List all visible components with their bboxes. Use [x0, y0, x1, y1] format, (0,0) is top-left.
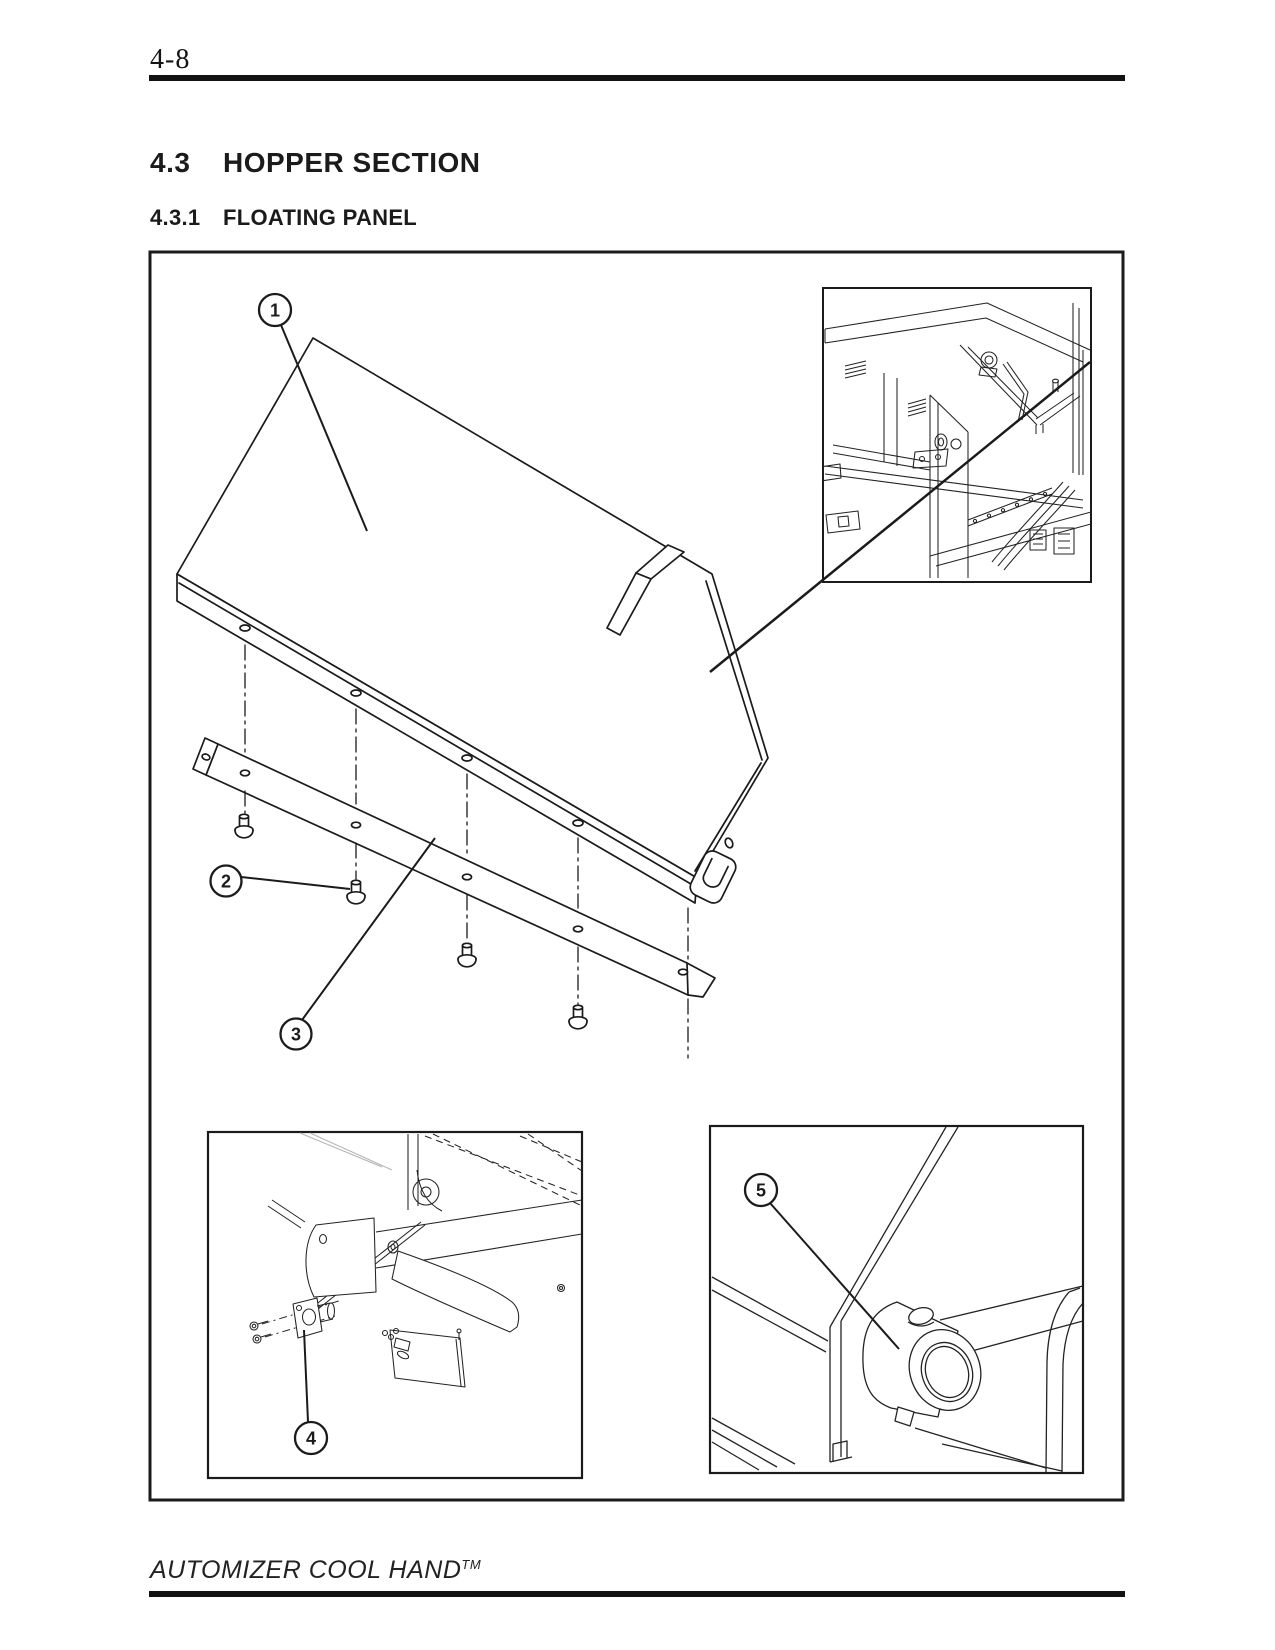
- main-exploded-view: [176, 337, 769, 1059]
- inset-location-leader: [709, 361, 1091, 673]
- callout-leaders: [240, 324, 900, 1423]
- subsection-number: 4.3.1: [150, 205, 201, 230]
- panel-end-channel: [689, 850, 737, 904]
- inset-assembly-overview: [822, 287, 1092, 583]
- figure-border: [148, 250, 1125, 1502]
- page-number: 4-8: [150, 44, 191, 75]
- callout-2-label: 2: [221, 872, 231, 892]
- alignment-centerlines: [244, 644, 689, 1059]
- section-title: HOPPER SECTION: [223, 147, 481, 178]
- subsection-heading: 4.3.1 FLOATING PANEL: [150, 205, 417, 231]
- section-number: 4.3: [150, 147, 191, 178]
- bushing-drawing: [862, 1301, 982, 1427]
- callout-5-label: 5: [756, 1181, 766, 1201]
- callout-4-label: 4: [306, 1429, 316, 1449]
- section-heading: 4.3 HOPPER SECTION: [150, 147, 480, 179]
- callout-5: 5: [743, 1172, 779, 1208]
- inset-bracket-detail: [206, 1130, 584, 1480]
- callout-2: 2: [209, 864, 243, 898]
- callout-1: 1: [257, 292, 293, 328]
- spacer-plate-drawing: [249, 1297, 336, 1344]
- footer-product-name: AUTOMIZER COOL HANDTM: [150, 1556, 481, 1585]
- callout-3: 3: [279, 1017, 313, 1051]
- callout-1-label: 1: [270, 301, 280, 321]
- header-rule: [149, 75, 1125, 81]
- callout-3-label: 3: [291, 1025, 301, 1045]
- mounting-strip-drawing: [192, 737, 716, 998]
- callout-balloons: 1 2 3 4 5: [209, 292, 779, 1456]
- footer-rule: [149, 1591, 1125, 1597]
- subsection-title: FLOATING PANEL: [223, 205, 418, 230]
- floating-panel-drawing: [176, 337, 769, 904]
- footer-brand-text: AUTOMIZER COOL HAND: [150, 1556, 462, 1584]
- callout-4: 4: [293, 1420, 329, 1456]
- trademark-superscript: TM: [461, 1557, 482, 1572]
